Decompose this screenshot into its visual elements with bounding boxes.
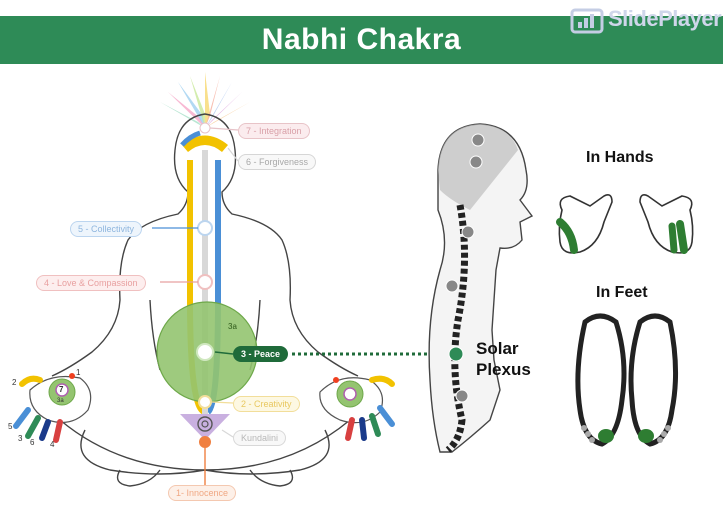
in-hands-heading: In Hands — [586, 149, 654, 166]
solar-plexus-point — [448, 346, 464, 362]
in-feet-heading: In Feet — [596, 284, 648, 301]
solar-plexus-label: Solar Plexus — [476, 338, 531, 380]
label-collectivity: 5 - Collectivity — [70, 221, 143, 237]
chakra-4-point — [197, 274, 213, 290]
page-title: Nabhi Chakra — [261, 23, 462, 56]
label-forgiveness: 6 - Forgiveness — [238, 154, 317, 170]
chakra-3-point — [196, 343, 214, 361]
slideplayer-watermark — [570, 4, 720, 40]
left-hand-icon — [13, 373, 92, 443]
label-love-compassion: 4 - Love & Compassion — [36, 275, 146, 291]
finger-number: 3 — [18, 434, 23, 443]
watermark-text: SlidePlayer — [608, 6, 722, 31]
label-3a: 3a — [228, 322, 237, 331]
finger-number: 1 — [76, 368, 81, 377]
sahasrara-arc — [182, 135, 228, 152]
chakra-7-point — [199, 122, 211, 134]
spine-figure — [428, 123, 534, 453]
mooladhara-point — [199, 436, 211, 448]
palm-number: 3a — [57, 398, 64, 404]
finger-number: 2 — [12, 378, 17, 387]
chakra-2-point — [198, 395, 212, 409]
palm-number: 7 — [59, 385, 64, 394]
label-innocence: 1- Innocence — [168, 485, 237, 501]
finger-number: 6 — [30, 438, 35, 447]
label-kundalini: Kundalini — [233, 430, 287, 446]
label-integration: 7 - Integration — [238, 123, 310, 139]
agnya-left-arc — [180, 130, 201, 147]
slideplayer-logo-icon — [570, 8, 604, 34]
label-creativity: 2 - Creativity — [233, 396, 300, 412]
solar-line-1: Solar — [476, 339, 519, 358]
label-peace: 3 - Peace — [233, 346, 289, 362]
palms-icon — [556, 194, 694, 254]
finger-number: 4 — [50, 440, 55, 449]
kundalini-coil-icon — [197, 416, 213, 432]
solar-line-2: Plexus — [476, 360, 531, 379]
right-hand-icon — [319, 375, 395, 441]
crown-lotus-icon — [160, 72, 250, 128]
feet-soles-icon — [575, 313, 679, 447]
finger-number: 5 — [8, 422, 13, 431]
chakra-5-point — [197, 220, 213, 236]
